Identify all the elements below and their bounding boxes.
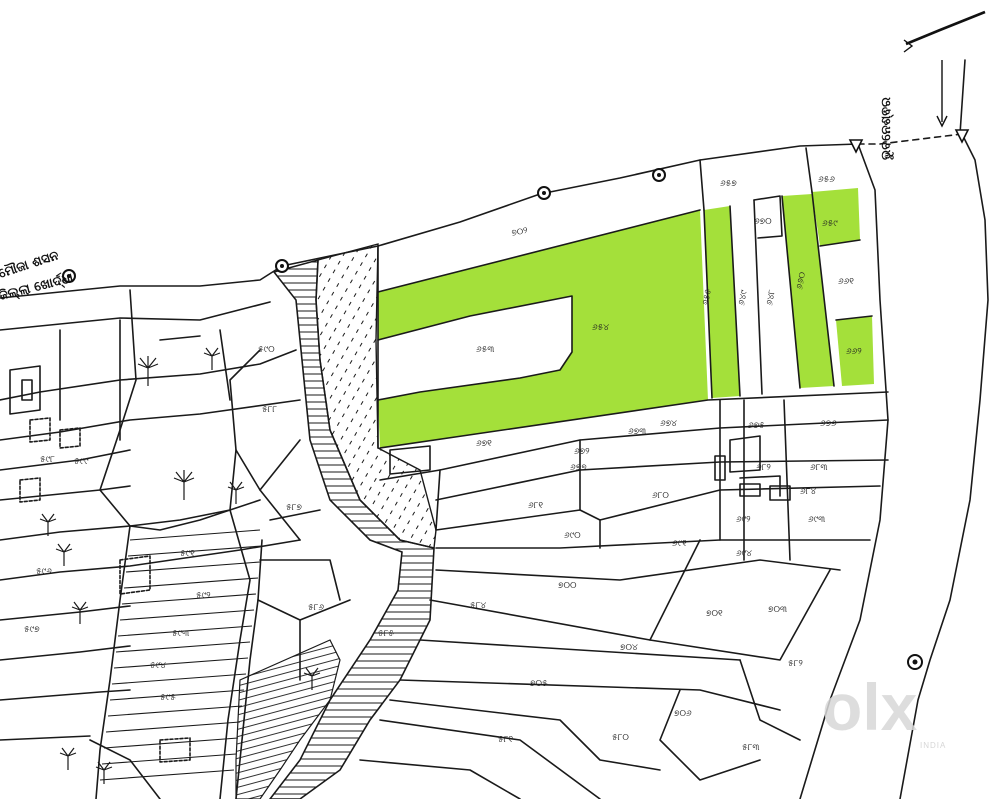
palm-tree-icon: [95, 761, 113, 784]
plot-number: ୫୮୪: [470, 601, 486, 611]
highlight-main-plot[interactable]: [378, 210, 708, 448]
plot-number: ୬୫୯: [822, 219, 838, 229]
plot-number: ୬୯୦: [564, 531, 581, 541]
survey-marker-3: [652, 168, 666, 182]
plot-numbers: ୭୦୨ ୬୫୭ ୬୫୬ ୬୫୩ ୬୫୪ ୬୫୫ ୬୪୯ ୬୪୮ ୬୬୦ ୬୬୧ …: [24, 175, 862, 753]
road-label: ଭୁବନେଶ୍ଵର: [879, 97, 895, 160]
plot-number: ୬୯୨: [736, 515, 751, 525]
survey-marker-4: [62, 269, 76, 283]
palm-tree-icon: [39, 513, 57, 536]
palm-tree-icon: [303, 667, 321, 690]
plot-number: ୭୦୩: [768, 605, 787, 615]
survey-marker-5: [907, 654, 923, 670]
plot-number: ୬୫୪: [592, 323, 609, 333]
plot-number: ୬୮୪: [800, 487, 816, 497]
plot-number: ୬୫୭: [720, 179, 737, 189]
plot-number: ୬୬୨: [846, 347, 862, 357]
plot-number: ୬୫୬: [818, 175, 835, 185]
olx-country: INDIA: [920, 741, 946, 750]
plot-number: ୫୮୩: [742, 743, 759, 753]
plot-boundaries: [0, 10, 989, 799]
plot-number: ୫୯୬: [36, 567, 52, 577]
plot-number: ୫୯୫: [160, 693, 176, 703]
plot-number: ୭୦୦: [558, 581, 577, 591]
plot-number: ୬୭୨: [574, 447, 590, 457]
highlight-strip-b[interactable]: [782, 194, 834, 388]
plot-number: ୭୦୬: [674, 709, 692, 719]
plot-number: ୬୭୪: [660, 419, 677, 429]
plot-number: ୫୮୧: [498, 735, 513, 745]
plot-number: ୬୫୫: [701, 288, 714, 307]
plot-number: ୭୦୨: [511, 226, 530, 239]
plot-number: ୭୦୧: [706, 609, 723, 619]
plot-number: ୫୯୮: [40, 455, 55, 465]
plot-number: ୫୮୫: [378, 629, 394, 639]
plot-number: ୬୯୩: [808, 515, 825, 525]
highlight-strip-a[interactable]: [704, 206, 740, 398]
plot-number: ୬୬୧: [838, 277, 854, 287]
olx-watermark: olx INDIA: [822, 670, 946, 750]
survey-marker-2: [537, 186, 551, 200]
palm-tree-icon: [227, 481, 245, 504]
highlight-plot-c[interactable]: [812, 188, 860, 246]
plot-number: ୬୮୧: [528, 501, 543, 511]
palm-tree-icon: [173, 470, 195, 500]
plot-number: ୬୮୦: [652, 491, 669, 501]
plot-number: ୭୦୪: [620, 643, 638, 653]
plot-number: ୬୭୩: [628, 427, 646, 437]
plot-number: ୫୯୭: [24, 625, 40, 635]
plot-number: ୬୭୧: [476, 439, 492, 449]
survey-markers: [62, 129, 970, 670]
plot-number: ୫୯୯: [74, 457, 89, 467]
plot-number: ୬୯୧: [672, 539, 687, 549]
highlight-plot-d[interactable]: [836, 316, 874, 386]
palm-tree-icon: [59, 747, 77, 770]
palm-tree-icon: [137, 356, 159, 386]
plot-number: ୬୬୦: [795, 271, 808, 291]
north-arrow-icon: [903, 39, 948, 128]
olx-logo: olx: [822, 670, 918, 744]
plot-number: ୫୯୧: [180, 549, 195, 559]
plot-number: ୬୮୨: [756, 463, 771, 473]
plot-number: ୬୫୩: [476, 345, 494, 355]
plot-number: ୬୭୫: [748, 421, 765, 431]
tree-symbols: [39, 347, 321, 784]
triangle-marker-2: [954, 129, 970, 144]
plot-number: ୫୯୦: [258, 345, 275, 355]
plot-number: ୫୮୬: [308, 603, 324, 613]
plot-number: ୫୮୦: [612, 733, 629, 743]
highlighted-plots: [378, 188, 874, 448]
triangle-marker-1: [848, 139, 864, 154]
palm-tree-icon: [203, 347, 221, 370]
plot-number: ୫୯୨: [196, 591, 211, 601]
survey-marker-1: [275, 259, 289, 273]
plot-number: ୭୦୫: [530, 679, 548, 689]
palm-tree-icon: [55, 543, 73, 566]
plot-number: ୫୯୪: [150, 661, 166, 671]
plot-number: ୬୯୪: [736, 549, 752, 559]
plot-number: ୬୪୮: [765, 289, 778, 307]
plot-number: ୫୮୮: [262, 405, 277, 415]
plot-number: ୬୭୬: [820, 419, 837, 429]
palm-tree-icon: [71, 601, 89, 624]
plot-number: ୬୪୯: [737, 289, 750, 307]
plot-number: ୬୭୦: [754, 217, 772, 227]
plot-number: ୬୭୭: [570, 463, 587, 473]
plot-number: ୬୮୩: [810, 463, 827, 473]
plot-number: ୫୮୨: [788, 659, 803, 669]
plot-number: ୫୮୭: [286, 503, 302, 513]
plot-number: ୫୯୩: [172, 629, 189, 639]
